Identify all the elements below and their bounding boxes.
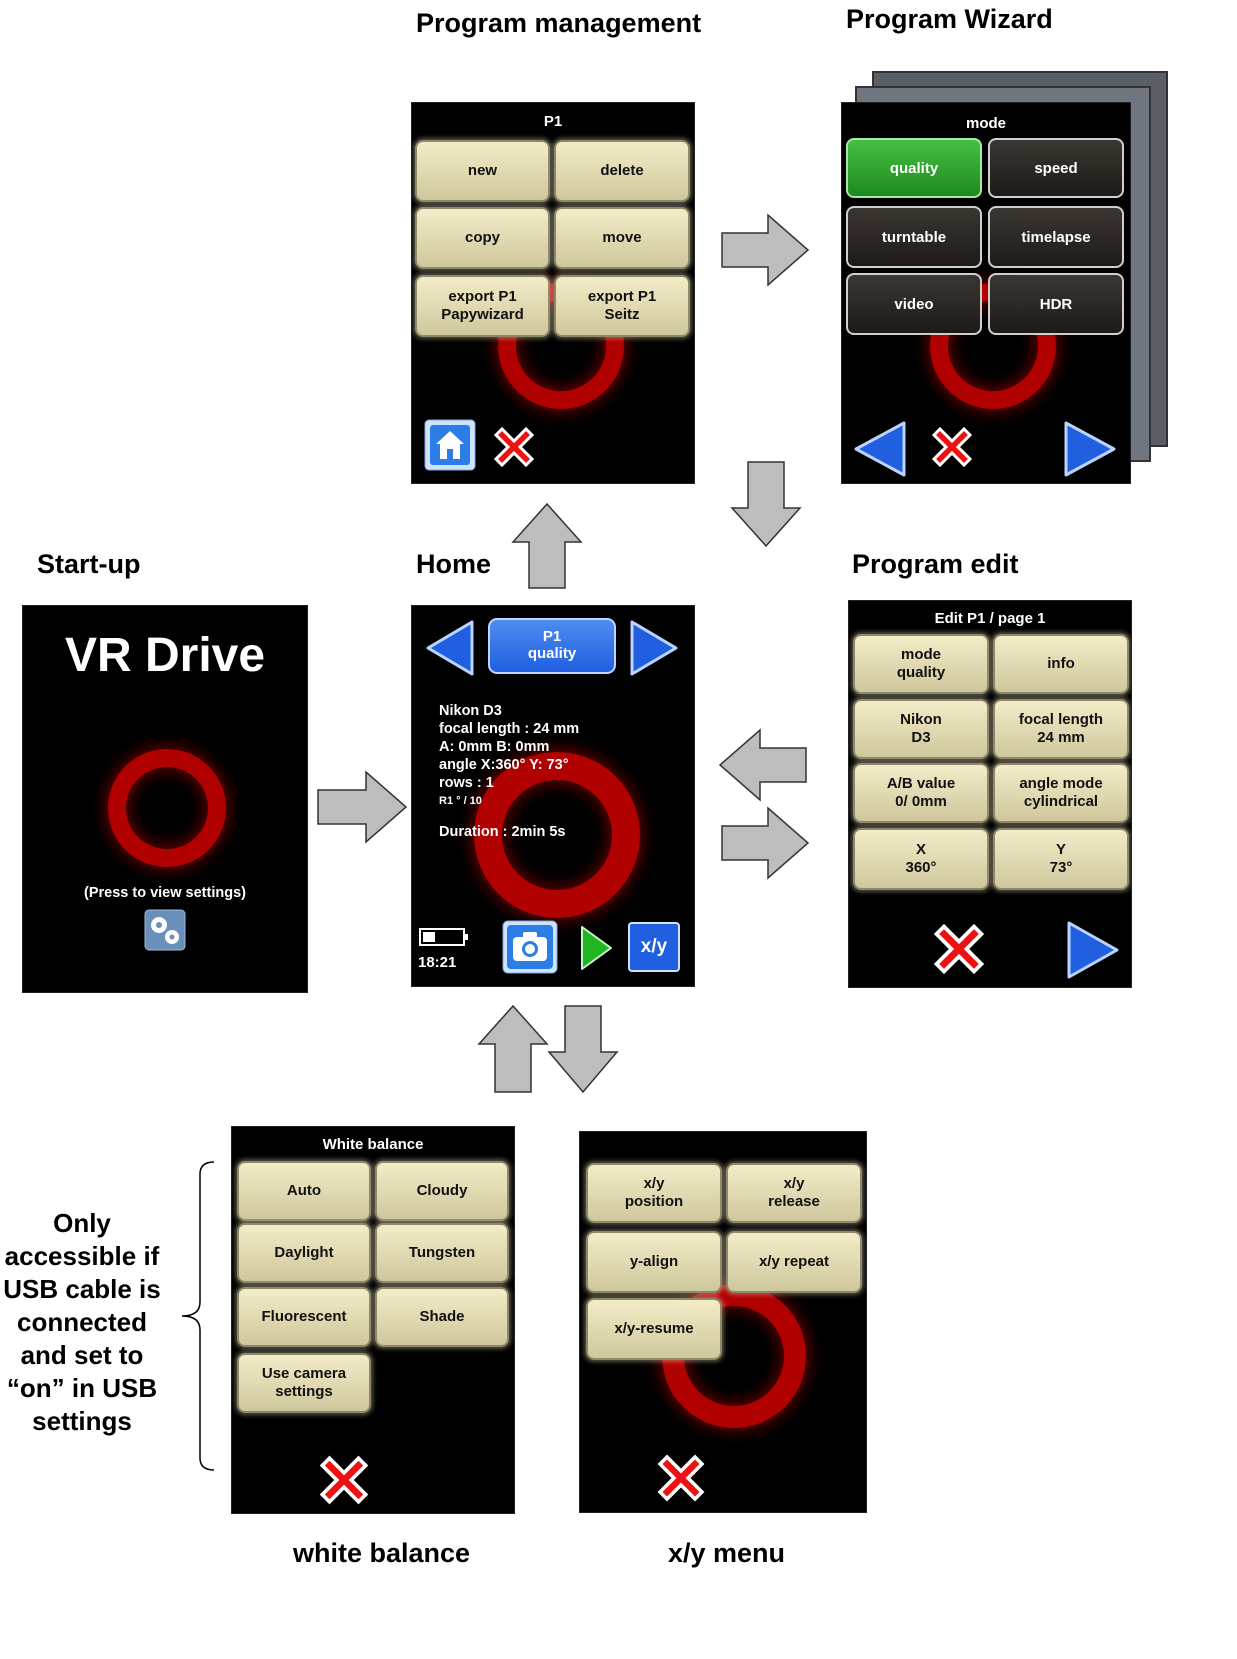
program-mode: quality [527,645,577,662]
xy-repeat-button[interactable]: x/y repeat [726,1231,862,1293]
next-program-icon[interactable] [626,618,682,678]
xy-menu-screen: x/y position x/y release y-align x/y rep… [579,1131,867,1513]
move-button[interactable]: move [554,207,690,269]
angle-mode-button[interactable]: angle mode cylindrical [993,763,1129,823]
arrow-up-icon [511,502,583,589]
info-angle: angle X:360° Y: 73° [439,757,569,773]
arrow-down-icon [730,461,802,548]
xy-release-button[interactable]: x/y release [726,1163,862,1223]
title-program-wizard: Program Wizard [846,4,1053,34]
usb-note: Only accessible if USB cable is connecte… [3,1208,161,1436]
close-x-icon[interactable] [314,1451,374,1509]
close-x-icon[interactable] [490,423,538,471]
info-rows: rows : 1 [439,775,494,791]
next-arrow-icon[interactable] [1060,419,1120,479]
program-wizard-screen: mode quality speed turntable timelapse v… [841,102,1131,484]
settings-hint: (Press to view settings) [84,885,246,901]
xy-position-button[interactable]: x/y position [586,1163,722,1223]
info-focal: focal length : 24 mm [439,721,580,737]
info-button[interactable]: info [993,634,1129,694]
video-button[interactable]: video [846,273,982,335]
arrow-right-icon [317,770,408,844]
title-startup: Start-up [37,549,141,579]
copy-button[interactable]: copy [415,207,550,269]
close-x-icon[interactable] [929,919,989,979]
camera-button[interactable]: Nikon D3 [853,699,989,759]
wb-daylight-button[interactable]: Daylight [237,1223,371,1283]
close-x-icon[interactable] [928,423,976,471]
program-management-screen: P1 new delete copy move export P1 Papywi… [411,102,695,484]
clock: 18:21 [418,954,457,971]
info-duration: Duration : 2min 5s [439,824,566,840]
title-program-edit: Program edit [852,549,1019,579]
y-align-button[interactable]: y-align [586,1231,722,1293]
ab-value-button[interactable]: A/B value 0/ 0mm [853,763,989,823]
edit-header: Edit P1 / page 1 [934,610,1046,627]
info-camera: Nikon D3 [439,703,502,719]
wb-header: White balance [322,1136,424,1153]
new-button[interactable]: new [415,140,550,202]
curly-brace [181,1161,215,1471]
arrow-right-icon [721,213,810,287]
xy-resume-button[interactable]: x/y-resume [586,1298,722,1360]
turntable-button[interactable]: turntable [846,206,982,268]
quality-button[interactable]: quality [846,138,982,198]
mode-button[interactable]: mode quality [853,634,989,694]
export-papywizard-button[interactable]: export P1 Papywizard [415,275,550,337]
previous-program-icon[interactable] [422,618,478,678]
startup-screen[interactable]: VR Drive (Press to view settings) [22,605,308,993]
arrow-down-icon [547,1005,619,1094]
wb-fluorescent-button[interactable]: Fluorescent [237,1287,371,1347]
xy-menu-button[interactable]: x/y [628,922,680,972]
title-home: Home [416,549,492,579]
white-balance-screen: White balance Auto Cloudy Daylight Tungs… [231,1126,515,1514]
play-icon[interactable] [578,924,614,972]
next-page-icon[interactable] [1063,919,1123,981]
battery-icon [419,928,468,946]
info-r: R1 ° / 10 [439,795,482,807]
wizard-header: mode [965,115,1006,132]
home-icon[interactable] [424,419,476,471]
info-ab: A: 0mm B: 0mm [439,739,550,755]
timelapse-button[interactable]: timelapse [988,206,1124,268]
arrow-left-icon [718,728,807,802]
wb-tungsten-button[interactable]: Tungsten [375,1223,509,1283]
hdr-button[interactable]: HDR [988,273,1124,335]
delete-button[interactable]: delete [554,140,690,202]
close-x-icon[interactable] [652,1450,710,1506]
pm-header: P1 [543,113,563,130]
focal-length-button[interactable]: focal length 24 mm [993,699,1129,759]
wb-use-camera-settings-button[interactable]: Use camera settings [237,1353,371,1413]
title-program-management: Program management [416,8,702,38]
wb-auto-button[interactable]: Auto [237,1161,371,1221]
settings-icon[interactable] [144,909,186,951]
speed-button[interactable]: speed [988,138,1124,198]
program-name: P1 [542,628,562,645]
home-screen: P1 quality Nikon D3 focal length : 24 mm… [411,605,695,987]
program-edit-screen: Edit P1 / page 1 mode quality info Nikon… [848,600,1132,988]
arrow-right-icon [721,806,810,880]
arrow-up-icon [477,1004,549,1093]
startup-ring [108,749,226,867]
vr-drive-logo: VR Drive [64,629,266,682]
title-white-balance: white balance [293,1538,471,1568]
previous-arrow-icon[interactable] [850,419,910,479]
title-xy-menu: x/y menu [668,1538,786,1568]
wb-cloudy-button[interactable]: Cloudy [375,1161,509,1221]
camera-icon[interactable] [502,920,558,974]
x-angle-button[interactable]: X 360° [853,828,989,890]
export-seitz-button[interactable]: export P1 Seitz [554,275,690,337]
wb-shade-button[interactable]: Shade [375,1287,509,1347]
program-selector-button[interactable]: P1 quality [488,618,616,674]
y-angle-button[interactable]: Y 73° [993,828,1129,890]
